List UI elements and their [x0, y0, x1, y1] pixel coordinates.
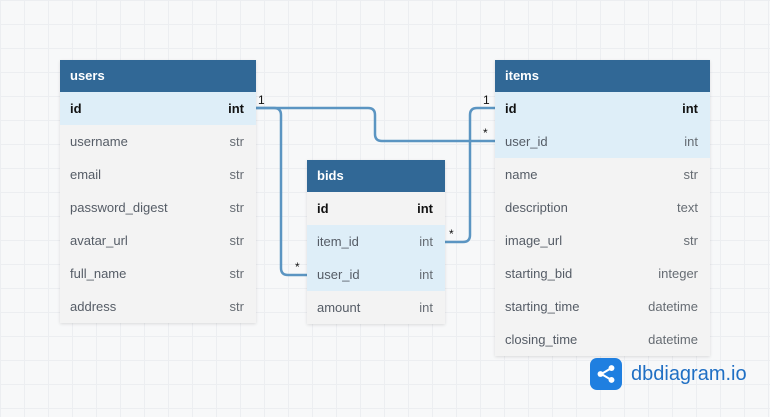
field-name: description [505, 200, 568, 215]
field-name: closing_time [505, 332, 578, 347]
field-type: str [229, 233, 244, 248]
field-row[interactable]: item_id int [307, 225, 445, 258]
field-name: user_id [505, 134, 548, 149]
field-row[interactable]: starting_time datetime [495, 290, 710, 323]
relation-users-bids-line [256, 106, 307, 277]
field-type: int [419, 300, 433, 315]
field-row[interactable]: email str [60, 158, 256, 191]
field-row[interactable]: username str [60, 125, 256, 158]
field-name: full_name [70, 266, 127, 281]
field-type: int [228, 101, 244, 116]
cardinality-items-user-id: * [483, 126, 488, 140]
field-type: int [682, 101, 698, 116]
table-bids[interactable]: bids id int item_id int user_id int amou… [307, 160, 445, 324]
field-name: user_id [317, 267, 360, 282]
field-name: address [70, 299, 117, 314]
field-name: starting_bid [505, 266, 573, 281]
field-type: int [684, 134, 698, 149]
field-row[interactable]: description text [495, 191, 710, 224]
table-header[interactable]: items [495, 60, 710, 92]
table-header[interactable]: bids [307, 160, 445, 192]
field-row[interactable]: amount int [307, 291, 445, 324]
field-name: id [317, 201, 329, 216]
field-name: name [505, 167, 538, 182]
field-name: username [70, 134, 128, 149]
field-row[interactable]: id int [60, 92, 256, 125]
field-name: starting_time [505, 299, 580, 314]
field-name: password_digest [70, 200, 168, 215]
field-row[interactable]: closing_time datetime [495, 323, 710, 356]
field-type: int [419, 234, 433, 249]
field-name: id [70, 101, 82, 116]
brand-name: dbdiagram.io [631, 362, 747, 385]
field-row[interactable]: name str [495, 158, 710, 191]
cardinality-bids-user-id: * [295, 260, 300, 274]
field-type: str [229, 299, 244, 314]
field-name: amount [317, 300, 361, 315]
field-type: int [417, 201, 433, 216]
cardinality-users-id: 1 [258, 93, 265, 107]
field-name: item_id [317, 234, 359, 249]
field-type: str [229, 134, 244, 149]
field-type: str [683, 233, 698, 248]
field-type: text [677, 200, 698, 215]
field-type: datetime [648, 332, 698, 347]
field-name: email [70, 167, 102, 182]
field-row[interactable]: password_digest str [60, 191, 256, 224]
dbdiagram-brand[interactable]: dbdiagram.io [590, 358, 747, 390]
field-row[interactable]: full_name str [60, 257, 256, 290]
relation-users-items-line [256, 106, 495, 143]
field-row[interactable]: user_id int [495, 125, 710, 158]
field-row[interactable]: starting_bid integer [495, 257, 710, 290]
field-name: id [505, 101, 517, 116]
field-row[interactable]: user_id int [307, 258, 445, 291]
field-type: integer [658, 266, 698, 281]
relation-items-bids-line [445, 106, 495, 244]
field-type: str [229, 167, 244, 182]
field-type: str [229, 200, 244, 215]
field-row[interactable]: image_url str [495, 224, 710, 257]
field-row[interactable]: id int [307, 192, 445, 225]
table-users[interactable]: users id int username str email str pass… [60, 60, 256, 323]
field-name: avatar_url [70, 233, 128, 248]
field-name: image_url [505, 233, 563, 248]
field-type: int [419, 267, 433, 282]
field-row[interactable]: address str [60, 290, 256, 323]
table-items[interactable]: items id int user_id int name str descri… [495, 60, 710, 356]
cardinality-items-id: 1 [483, 93, 490, 107]
field-type: str [683, 167, 698, 182]
field-row[interactable]: id int [495, 92, 710, 125]
table-header[interactable]: users [60, 60, 256, 92]
cardinality-bids-item-id: * [449, 227, 454, 241]
field-type: datetime [648, 299, 698, 314]
field-row[interactable]: avatar_url str [60, 224, 256, 257]
share-nodes-icon [590, 358, 622, 390]
field-type: str [229, 266, 244, 281]
